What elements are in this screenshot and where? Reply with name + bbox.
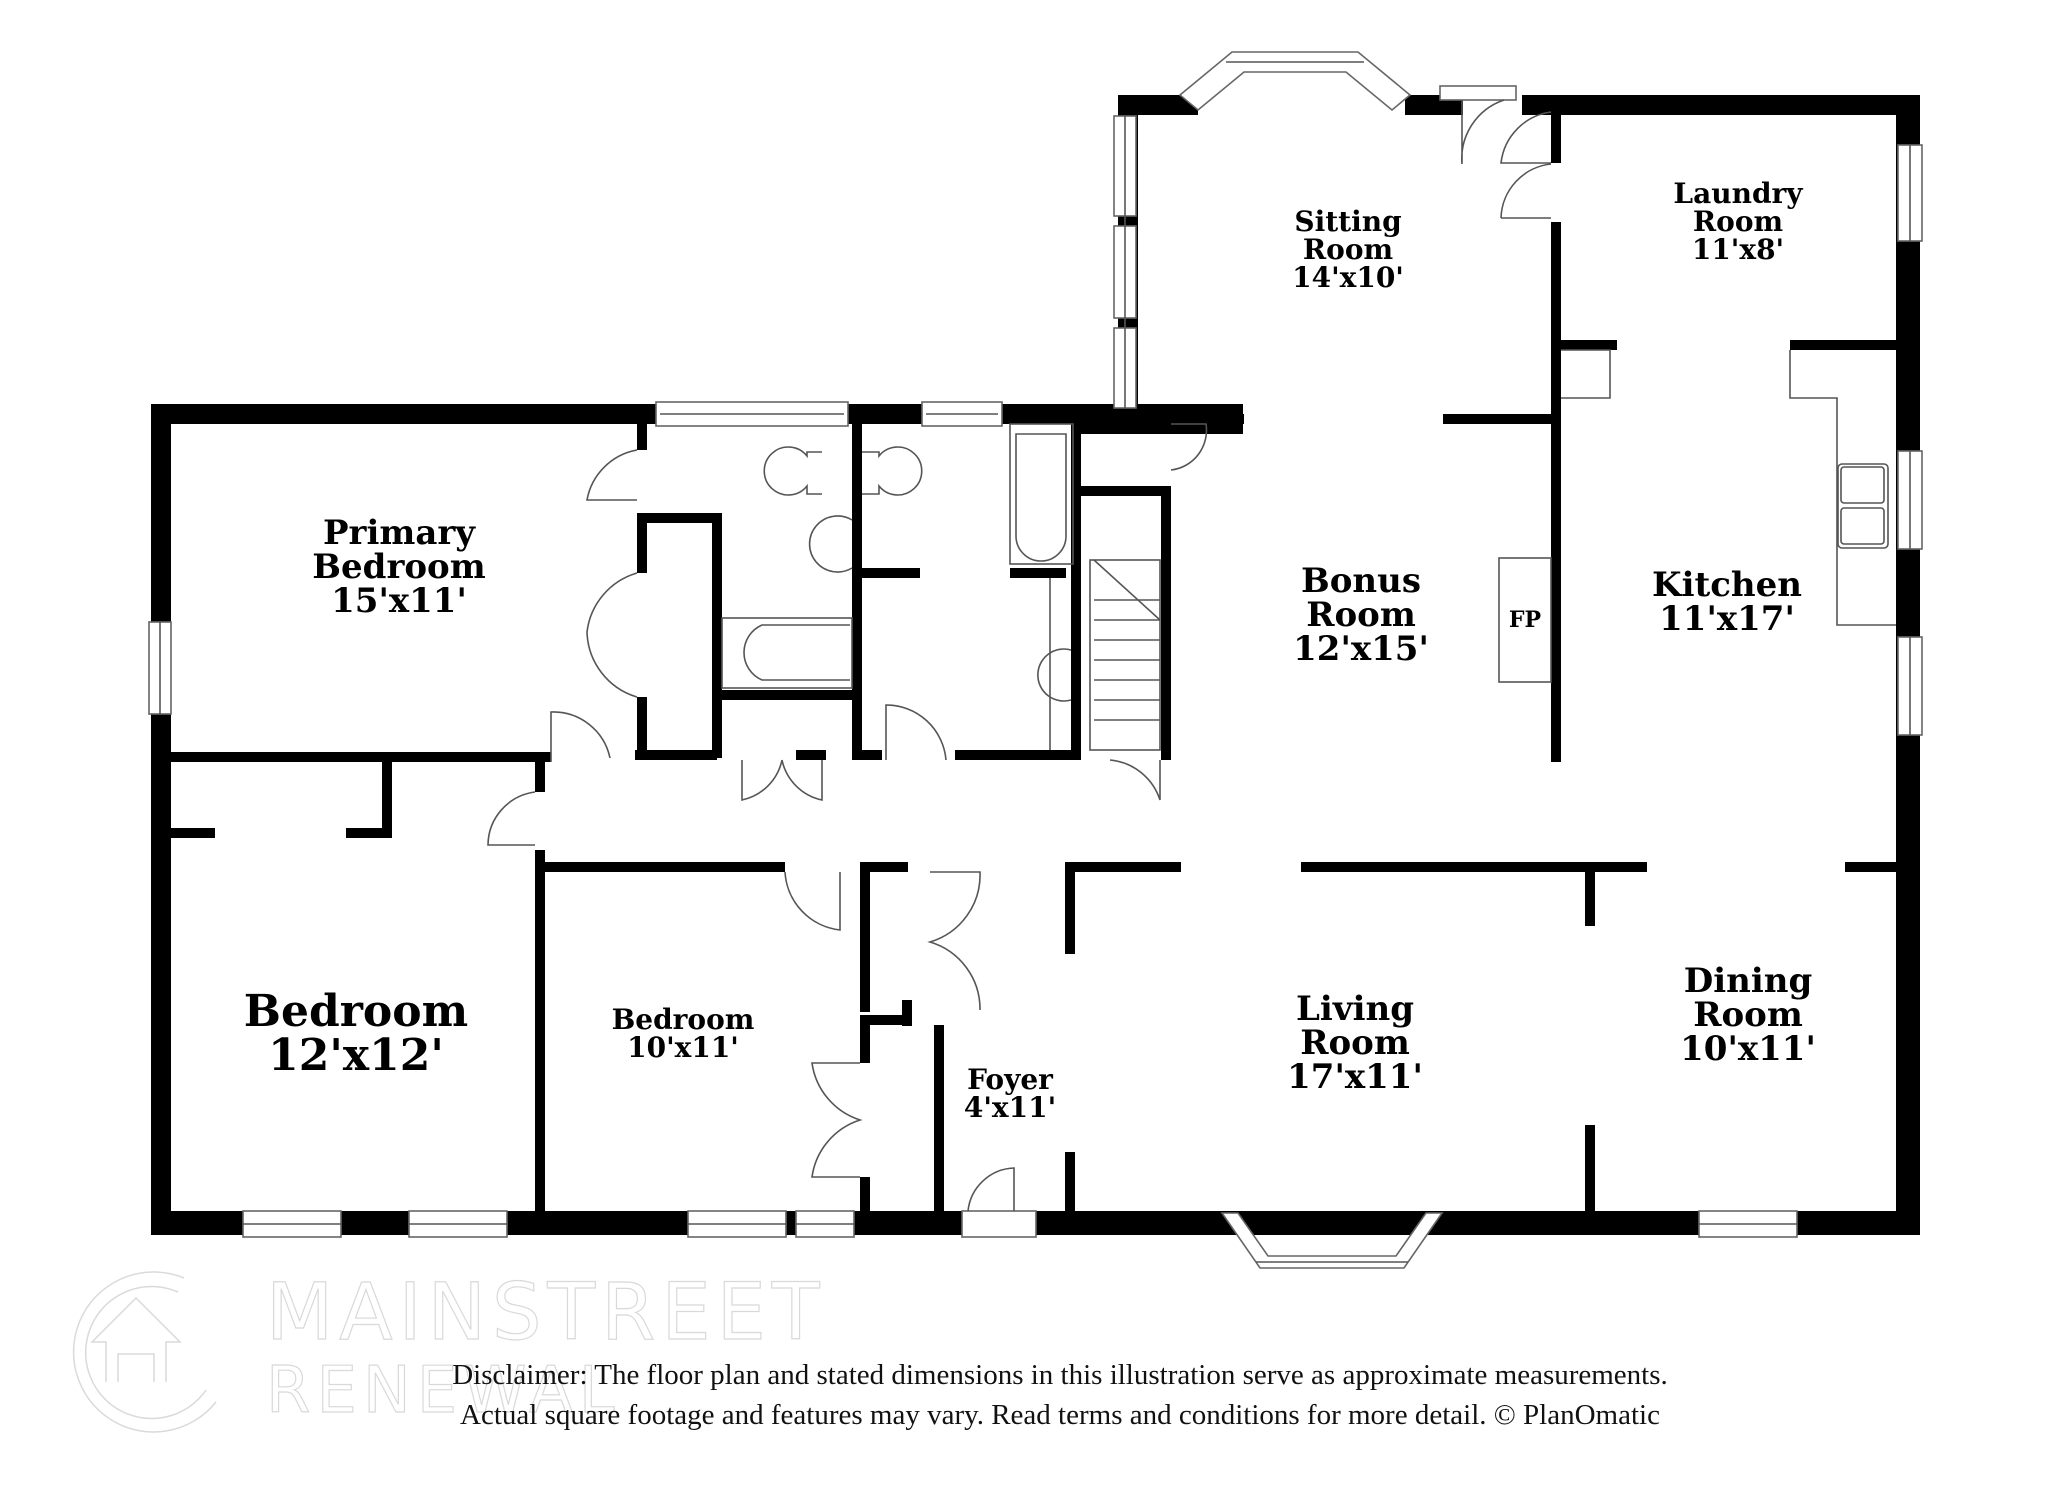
- room-dimensions: 15'x11': [331, 581, 467, 621]
- room-dimensions: 10'x11': [1680, 1029, 1816, 1069]
- room-label-sitting-room: Sitting Room 14'x10': [1292, 208, 1404, 292]
- room-label-foyer: Foyer 4'x11': [964, 1066, 1056, 1122]
- room-dimensions: 10'x11': [627, 1031, 739, 1064]
- room-name: Kitchen: [1652, 565, 1802, 605]
- room-label-bedroom-12x12: Bedroom 12'x12': [244, 990, 468, 1078]
- room-dimensions: 12'x12': [268, 1030, 444, 1081]
- watermark-brand-line2: RENEWAL: [265, 1353, 621, 1428]
- room-label-bedroom-10x11: Bedroom 10'x11': [612, 1006, 755, 1062]
- room-name: Living: [1296, 989, 1414, 1029]
- kitchen-sink-icon: [1837, 463, 1889, 549]
- disclaimer-line-2: Actual square footage and features may v…: [460, 1399, 1660, 1431]
- room-dimensions: 11'x8': [1691, 233, 1785, 266]
- room-dimensions: 14'x10': [1292, 261, 1404, 294]
- house-arrow-circle-icon: [72, 1271, 217, 1433]
- bathtub-icon: [721, 617, 853, 689]
- room-name: Foyer: [967, 1063, 1053, 1096]
- room-label-primary-bedroom: Primary Bedroom 15'x11': [312, 516, 485, 618]
- room-dimensions: 12'x15': [1293, 629, 1429, 669]
- room-name: Room: [1300, 1023, 1410, 1063]
- room-name: Bedroom: [312, 547, 486, 587]
- watermark-brand-line1: MAINSTREET: [265, 1267, 826, 1358]
- doors: [487, 85, 1552, 1238]
- windows: [148, 51, 1923, 1269]
- room-label-bonus-room: Bonus Room 12'x15': [1293, 564, 1429, 666]
- toilet-icon: [862, 446, 923, 496]
- room-name: Sitting: [1294, 205, 1402, 238]
- disclaimer-line-1: Disclaimer: The floor plan and stated di…: [452, 1359, 1668, 1391]
- sink-icon: [1037, 648, 1072, 702]
- stairs-icon: [1089, 559, 1161, 751]
- room-dimensions: 11'x17': [1659, 599, 1795, 639]
- room-label-dining-room: Dining Room 10'x11': [1680, 964, 1816, 1066]
- bathtub-icon: [1009, 423, 1074, 565]
- room-label-kitchen: Kitchen 11'x17': [1652, 568, 1802, 636]
- room-name: Room: [1692, 205, 1784, 238]
- counter-icon: [1789, 350, 1896, 626]
- fireplace-icon: [1498, 557, 1552, 683]
- room-label-living-room: Living Room 17'x11': [1287, 992, 1423, 1094]
- room-name: Primary: [322, 513, 476, 553]
- interior-walls: [151, 115, 1900, 1223]
- brand-watermark: MAINSTREET RENEWAL: [66, 1262, 820, 1442]
- room-name: Bedroom: [243, 986, 469, 1037]
- room-name: Bedroom: [611, 1003, 755, 1036]
- room-name: Room: [1693, 995, 1803, 1035]
- counter-icon: [1561, 349, 1611, 399]
- room-name: Bonus: [1301, 561, 1421, 601]
- disclaimer: Disclaimer: The floor plan and stated di…: [452, 1355, 1668, 1435]
- room-name: Room: [1302, 233, 1394, 266]
- room-name: Dining: [1683, 961, 1813, 1001]
- room-dimensions: 17'x11': [1287, 1057, 1423, 1097]
- room-label-laundry-room: Laundry Room 11'x8': [1673, 180, 1802, 264]
- room-dimensions: 4'x11': [963, 1091, 1057, 1124]
- sink-icon: [808, 515, 853, 573]
- fireplace-label: FP: [1508, 607, 1542, 633]
- toilet-icon: [763, 446, 822, 496]
- room-name: Room: [1306, 595, 1416, 635]
- room-name: Laundry: [1673, 177, 1803, 210]
- fixtures: [721, 349, 1896, 751]
